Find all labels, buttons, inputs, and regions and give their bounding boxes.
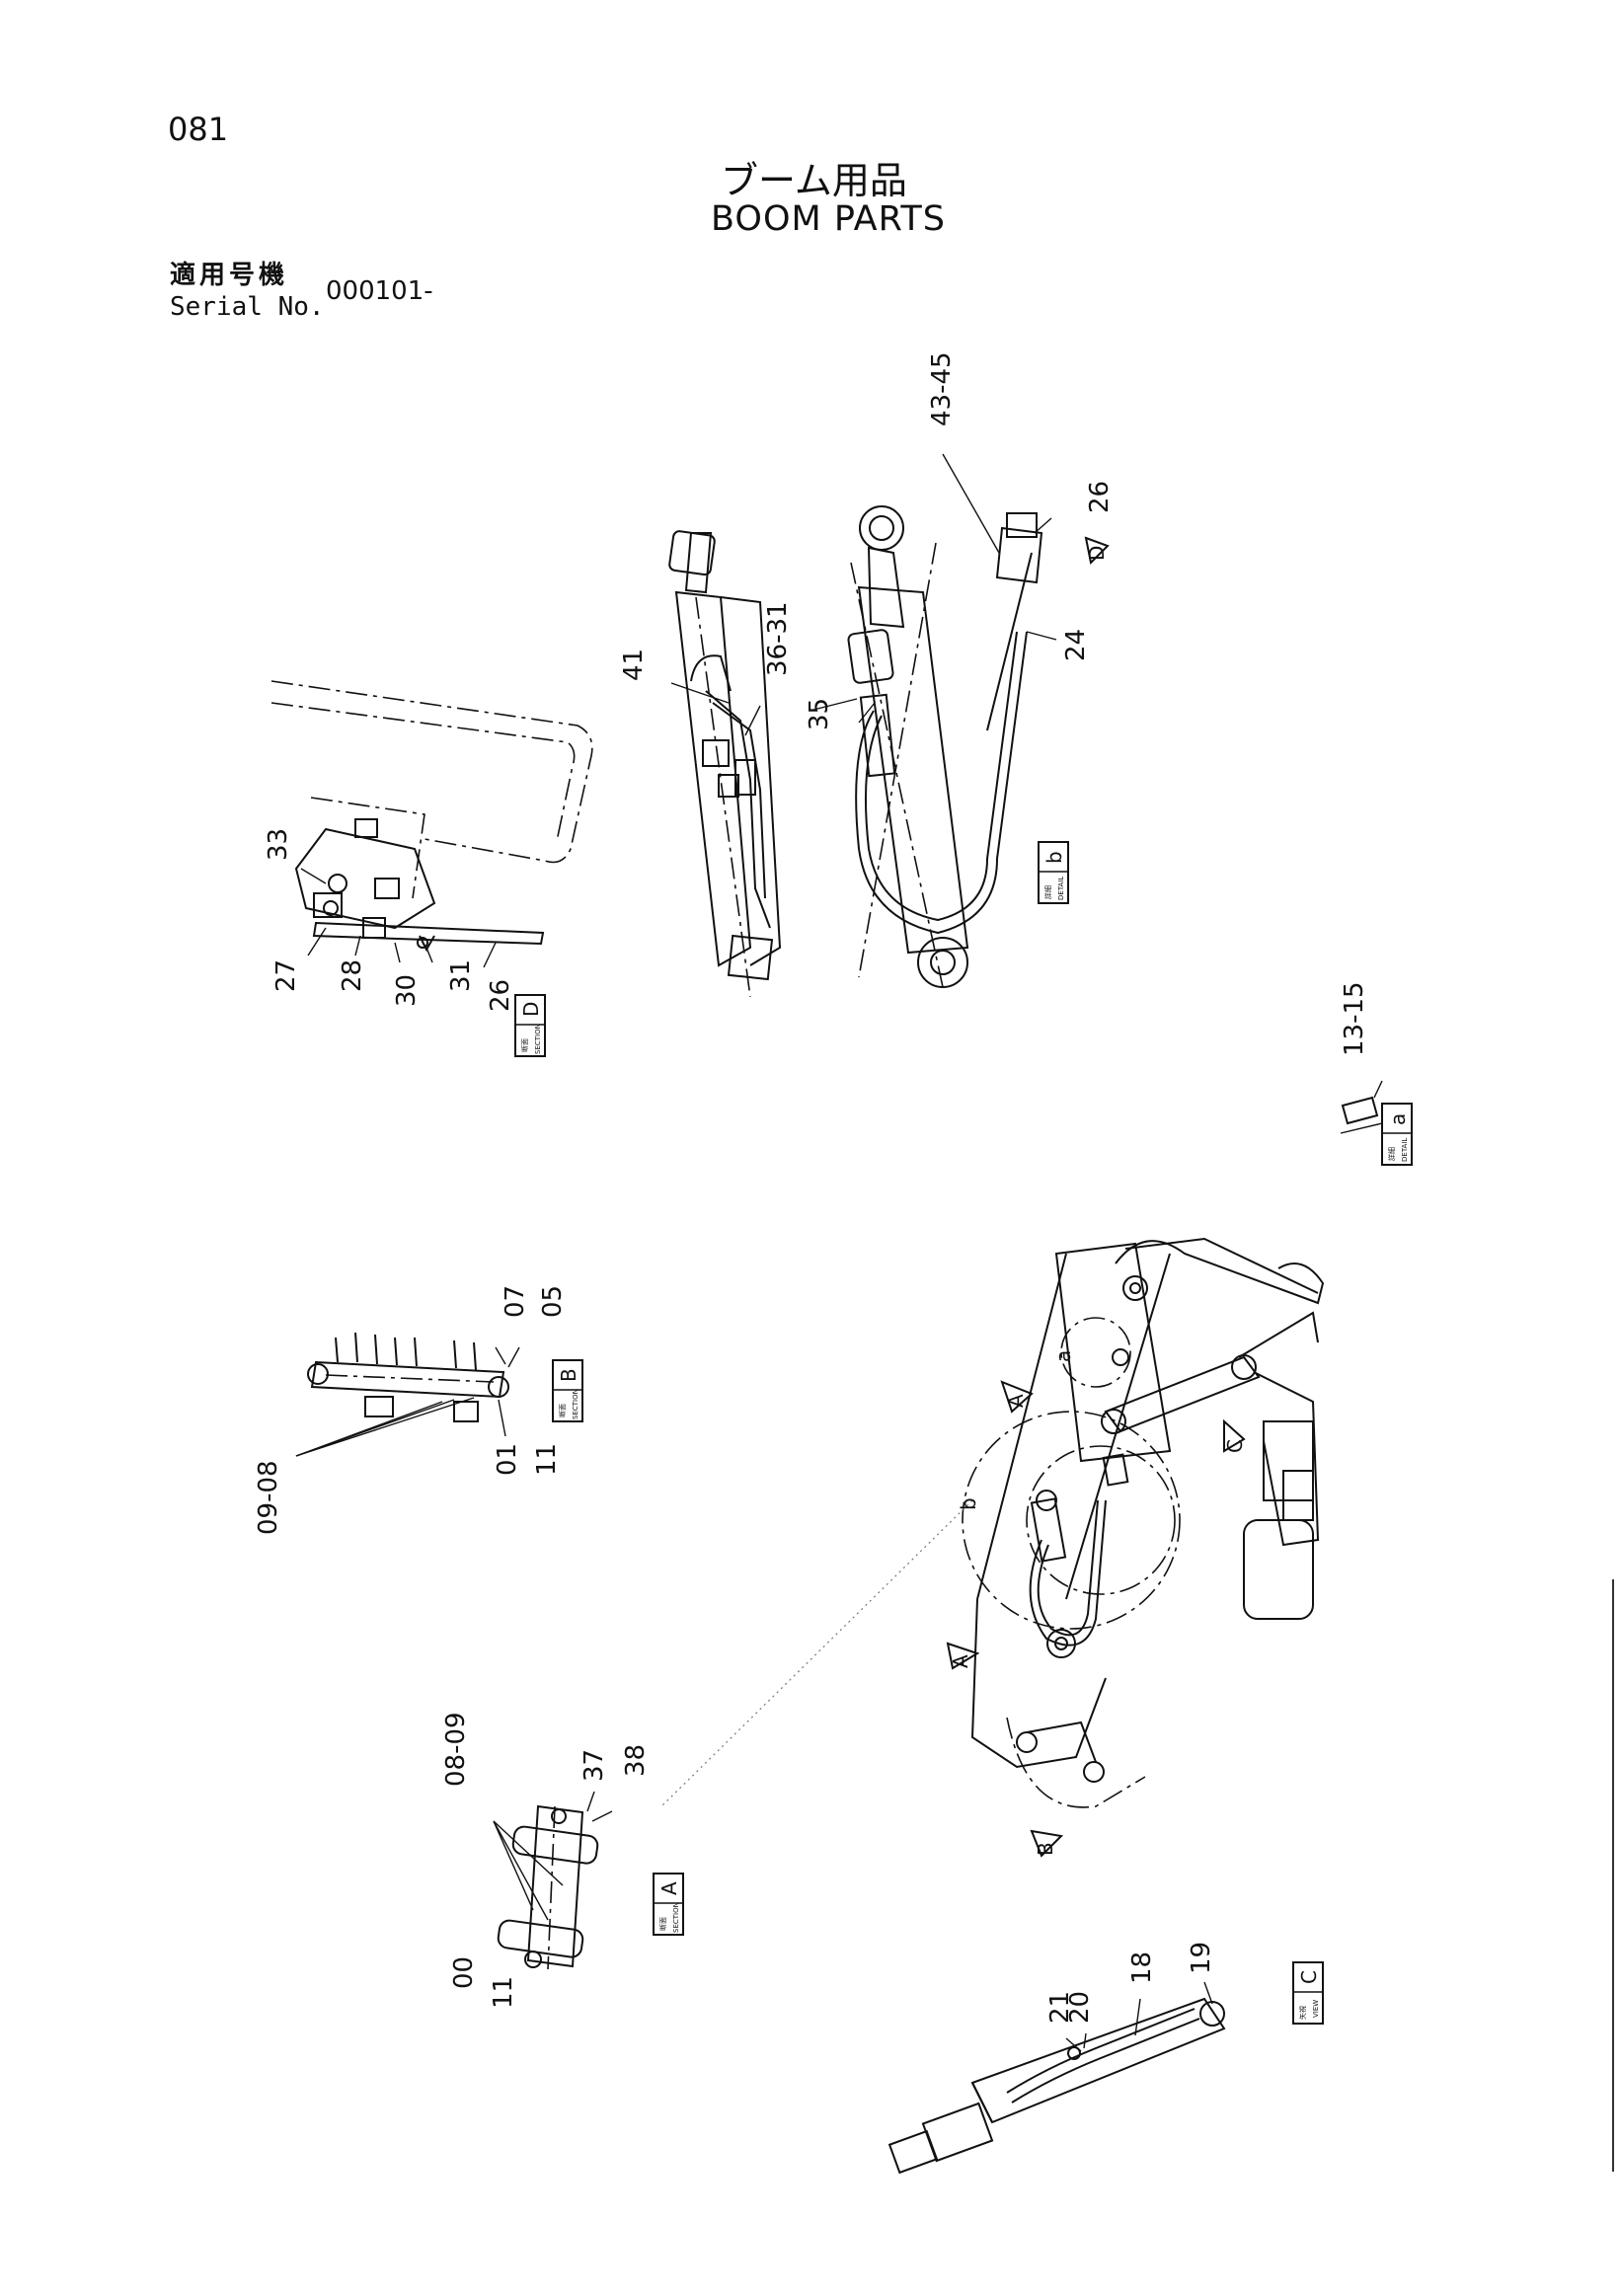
callout-26-section: 26 xyxy=(486,979,515,1012)
detail-b-kanji: 詳細 xyxy=(1043,885,1052,899)
section-a-kanji: 断面 xyxy=(658,1917,667,1931)
arrow-label-a-left: A xyxy=(949,1654,972,1668)
callout-41: 41 xyxy=(619,649,649,681)
callout-01: 01 xyxy=(493,1443,522,1476)
callout-07: 07 xyxy=(501,1285,530,1318)
callout-11-b: 11 xyxy=(532,1443,562,1476)
detail-marker-a: a xyxy=(1051,1350,1075,1362)
view-c-drawing xyxy=(887,1981,1226,2175)
section-a-drawing xyxy=(493,1791,613,1970)
section-a-kind: SECTION xyxy=(672,1902,680,1933)
callout-09-08: 09-08 xyxy=(254,1460,283,1535)
callout-27: 27 xyxy=(271,959,301,992)
arrow-label-c: C xyxy=(1223,1439,1247,1453)
callout-31: 31 xyxy=(446,959,476,992)
section-d-tag: 断面 SECTION D xyxy=(514,994,546,1057)
callout-30: 30 xyxy=(392,974,422,1007)
detail-a-tag: 詳細 DETAIL a xyxy=(1381,1103,1413,1166)
detail-a-kind: DETAIL xyxy=(1401,1138,1409,1162)
view-c-tag: 矢視 VIEW C xyxy=(1292,1961,1324,2025)
section-b-drawing xyxy=(295,1332,520,1457)
callout-11-a: 11 xyxy=(489,1976,518,2009)
detail-b-letter: b xyxy=(1042,851,1066,864)
serial-label-japanese: 適用号機 xyxy=(170,261,289,290)
detail-b-kind: DETAIL xyxy=(1057,877,1065,900)
callout-37: 37 xyxy=(579,1749,609,1782)
callout-33: 33 xyxy=(264,828,293,861)
boom-cylinder-drawing xyxy=(668,530,782,998)
view-c-kanji: 矢視 xyxy=(1298,2006,1307,2020)
callout-35: 35 xyxy=(805,698,834,730)
callout-21: 21 xyxy=(1045,1991,1075,2024)
callout-26-top: 26 xyxy=(1085,481,1115,513)
callout-19: 19 xyxy=(1187,1942,1216,1974)
view-c-kind: VIEW xyxy=(1312,2000,1320,2018)
detail-b-drawing xyxy=(809,453,1057,988)
detail-a-letter: a xyxy=(1386,1113,1410,1125)
callout-28: 28 xyxy=(338,959,367,992)
detail-marker-b: b xyxy=(957,1497,980,1510)
callout-24: 24 xyxy=(1061,629,1091,661)
serial-label: Serial No. xyxy=(170,292,325,322)
arrow-label-d: D xyxy=(1085,546,1109,561)
detail-a-drawing xyxy=(1340,1080,1383,1134)
section-b-tag: 断面 SECTION B xyxy=(552,1359,583,1422)
section-b-kanji: 断面 xyxy=(558,1404,567,1417)
callout-36-31: 36-31 xyxy=(763,601,793,676)
callout-05: 05 xyxy=(538,1285,568,1318)
callout-43-45: 43-45 xyxy=(927,351,957,426)
page-title: BOOM PARTS xyxy=(711,199,946,239)
section-a-tag: 断面 SECTION A xyxy=(653,1873,684,1936)
callout-labels: 43-45 26 24 35 36-31 41 33 27 28 30 31 2… xyxy=(254,351,1369,2024)
section-d-kanji: 断面 xyxy=(520,1038,529,1052)
section-b-kind: SECTION xyxy=(572,1389,579,1419)
section-d-kind: SECTION xyxy=(534,1024,542,1054)
serial-number: 000101- xyxy=(326,276,433,306)
detail-b-tag: 詳細 DETAIL b xyxy=(1038,841,1069,904)
section-d-drawing xyxy=(270,680,593,968)
section-d-letter: D xyxy=(519,1002,543,1017)
arrow-label-b: B xyxy=(1034,1842,1057,1856)
section-b-letter: B xyxy=(557,1368,580,1382)
main-boom-drawing xyxy=(660,536,1325,1858)
view-c-letter: C xyxy=(1297,1970,1321,1984)
callout-38: 38 xyxy=(621,1744,651,1777)
callout-08-09: 08-09 xyxy=(441,1712,471,1787)
callout-18: 18 xyxy=(1127,1952,1157,1984)
page-number: 081 xyxy=(168,111,229,148)
arrow-label-a-top: A xyxy=(1004,1394,1028,1408)
callout-13-15: 13-15 xyxy=(1340,981,1369,1056)
view-markers: a b D A C A B xyxy=(949,546,1247,1856)
section-a-letter: A xyxy=(657,1881,681,1895)
callout-20: 20 xyxy=(1065,1991,1095,2024)
detail-a-kanji: 詳細 xyxy=(1387,1147,1396,1161)
callout-00: 00 xyxy=(449,1956,479,1989)
page-title-japanese: ブーム用品 xyxy=(721,159,907,202)
